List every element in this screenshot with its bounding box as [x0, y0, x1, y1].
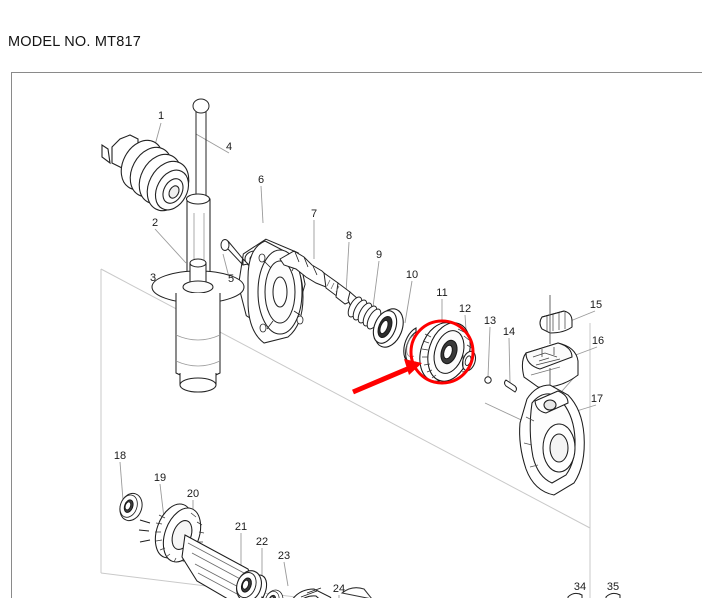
- callout-6: 6: [258, 174, 264, 186]
- callout-5: 5: [228, 273, 234, 285]
- part-10-retaining-ring: [403, 327, 417, 364]
- part-34-bottom-partial: [567, 592, 583, 598]
- part-23-insulation-washer: [292, 587, 332, 598]
- callout-22: 22: [256, 536, 268, 548]
- part-13-steel-ball: [484, 376, 492, 384]
- highlight-circle-part-11: [409, 319, 475, 385]
- part-5-short-screw: [220, 239, 250, 266]
- callout-8: 8: [346, 230, 352, 242]
- part-14-pin: [504, 379, 517, 393]
- callout-13: 13: [484, 315, 496, 327]
- callout-9: 9: [376, 249, 382, 261]
- callout-1: 1: [158, 110, 164, 122]
- callout-12: 12: [459, 303, 471, 315]
- callout-7: 7: [311, 208, 317, 220]
- part-8-compression-spring: [347, 296, 382, 330]
- callout-20: 20: [187, 488, 199, 500]
- callout-11: 11: [436, 287, 447, 299]
- callout-18: 18: [114, 450, 126, 462]
- part-15-switch-lever: [539, 310, 573, 334]
- callout-number-labels: 1 2 3 4 5 6 7 8 9 10 11 12 13 14 15 16 1…: [114, 110, 619, 595]
- callout-16: 16: [592, 335, 604, 347]
- part-3-side-handle: [151, 258, 245, 393]
- part-11-helical-gear: [419, 322, 474, 382]
- callout-24: 24: [333, 583, 345, 595]
- callout-4: 4: [226, 141, 232, 153]
- callout-2: 2: [152, 217, 158, 229]
- part-18-bearing-ring: [115, 489, 147, 525]
- part-9-ball-bearing: [372, 308, 404, 348]
- part-17-gear-case: [519, 368, 585, 496]
- part-24-brush-holder: [340, 587, 372, 598]
- part-1-keyless-chuck: [101, 134, 190, 212]
- part-35-bottom-partial: [605, 592, 621, 598]
- page-title: MODEL NO. MT817: [8, 34, 141, 50]
- callout-19: 19: [154, 472, 166, 484]
- callout-17: 17: [591, 393, 603, 405]
- diagram-frame: 1 2 3 4 5 6 7 8 9 10 11 12 13 14 15 16 1…: [11, 72, 702, 598]
- callout-3: 3: [150, 272, 156, 284]
- callout-35: 35: [607, 581, 619, 593]
- exploded-parts-diagram: 1 2 3 4 5 6 7 8 9 10 11 12 13 14 15 16 1…: [100, 98, 621, 598]
- callout-10: 10: [406, 269, 418, 281]
- callout-15: 15: [590, 299, 602, 311]
- part-16-switch-body: [521, 295, 579, 388]
- part-12-washer: [459, 349, 479, 373]
- callout-23: 23: [278, 550, 290, 562]
- callout-14: 14: [503, 326, 515, 338]
- callout-34: 34: [574, 581, 586, 593]
- highlight-arrow: [352, 359, 422, 395]
- part-7-spindle-shaft: [279, 250, 359, 308]
- callout-21: 21: [235, 521, 247, 533]
